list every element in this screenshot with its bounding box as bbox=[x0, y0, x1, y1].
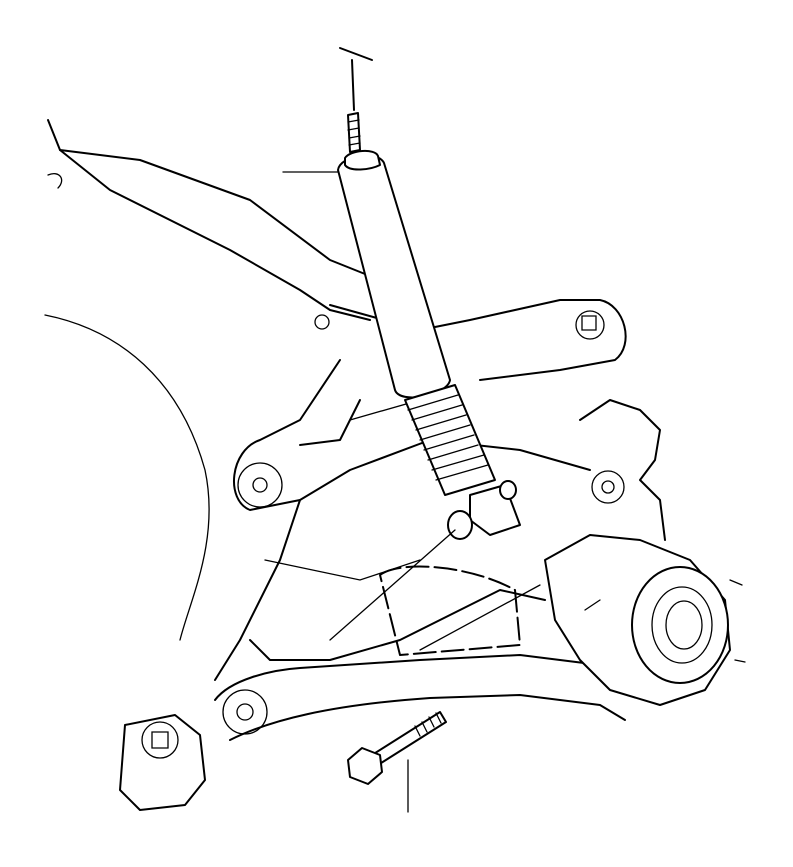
control-arm bbox=[214, 559, 641, 741]
mounting-bolt bbox=[347, 711, 447, 785]
spring-seat bbox=[379, 565, 521, 656]
wheel-hub bbox=[544, 399, 746, 706]
subframe bbox=[44, 119, 627, 681]
corner-mount bbox=[119, 714, 206, 811]
leader-lines bbox=[282, 171, 541, 813]
shock-absorber bbox=[337, 47, 521, 540]
rubber-bellows bbox=[404, 384, 496, 496]
